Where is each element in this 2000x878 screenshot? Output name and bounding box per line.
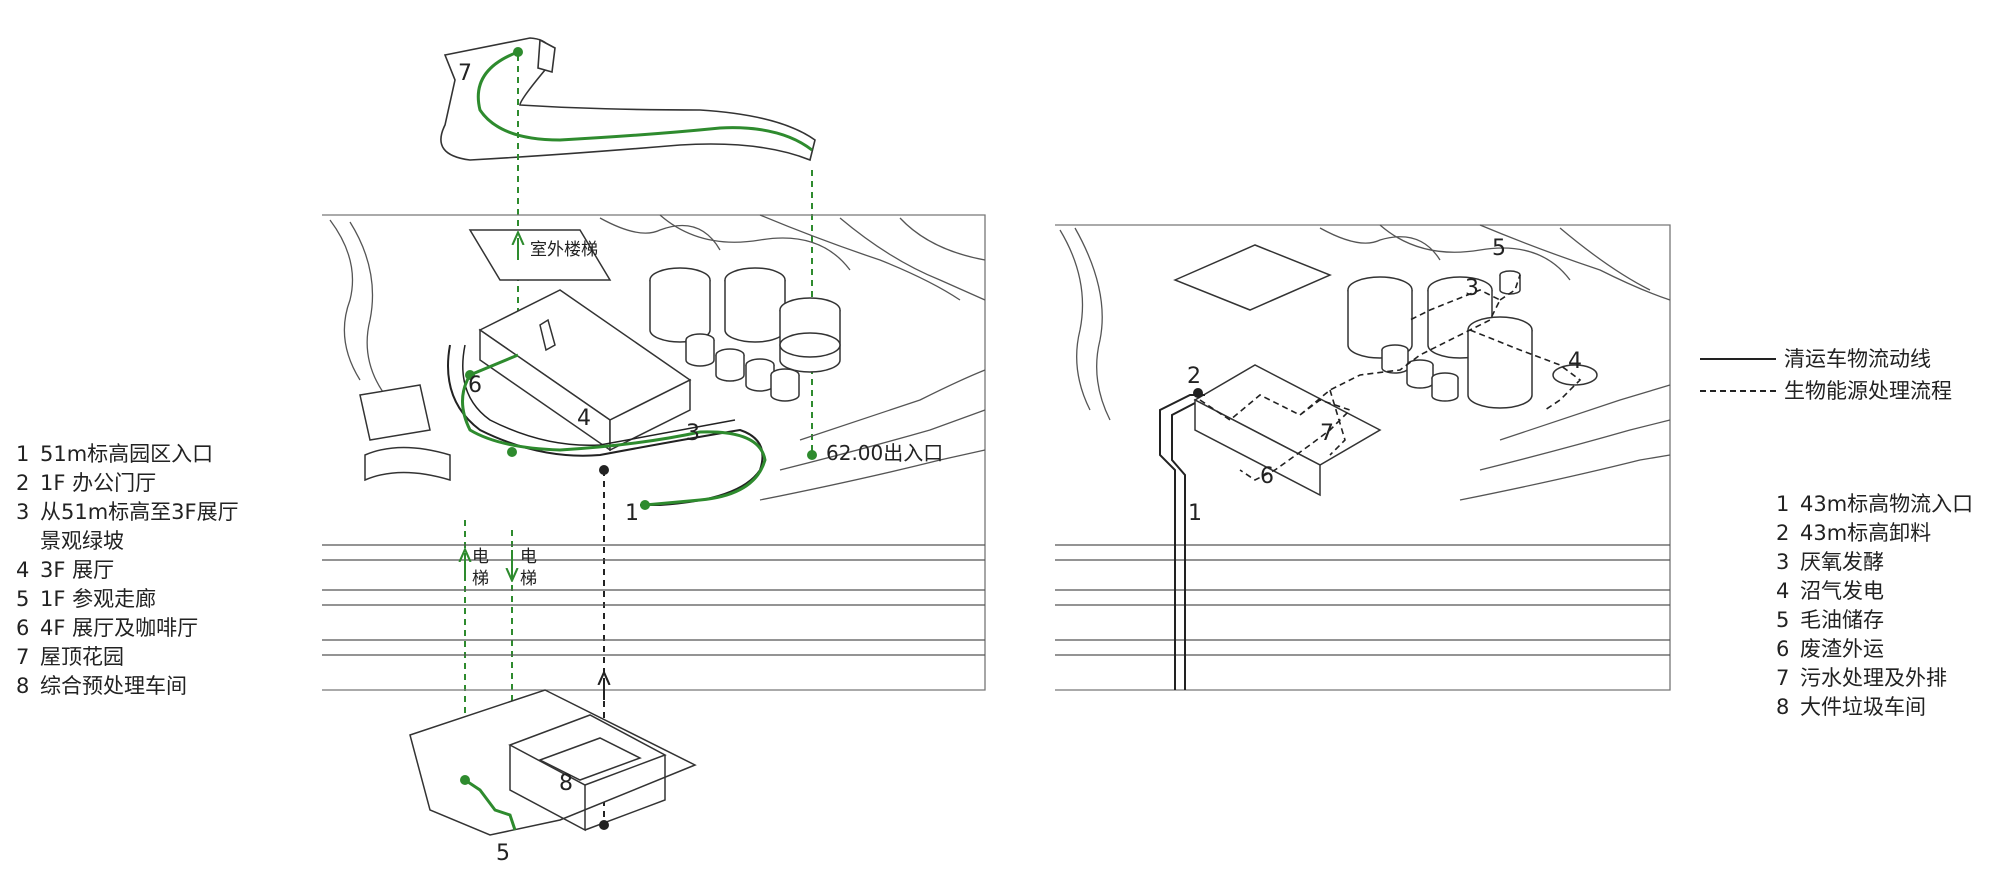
roof-garden-plate xyxy=(440,37,816,162)
label-4: 4 xyxy=(577,406,591,431)
visitor-green-path xyxy=(461,353,767,507)
right-axonometric: 2 1 3 5 4 7 6 xyxy=(1055,224,1671,691)
right-buildings xyxy=(1173,244,1382,497)
green-dot-4 xyxy=(507,447,517,457)
label-elevator-b2: 梯 xyxy=(520,569,537,589)
right-label-7: 7 xyxy=(1320,421,1334,446)
label-elevator-a2: 梯 xyxy=(472,569,489,589)
label-1: 1 xyxy=(625,501,639,526)
black-dot-office xyxy=(599,465,609,475)
right-label-5: 5 xyxy=(1492,236,1506,261)
label-5: 5 xyxy=(496,841,510,866)
right-label-6: 6 xyxy=(1260,464,1274,489)
green-dot-6 xyxy=(465,370,475,380)
label-elevator-a1: 电 xyxy=(472,547,489,567)
solid-line-swatch xyxy=(1700,358,1776,360)
right-label-3: 3 xyxy=(1465,276,1479,301)
left-axonometric: 7 6 4 3 1 8 5 室外楼梯 62.00出入口 电 梯 电 梯 xyxy=(322,37,986,866)
right-label-4: 4 xyxy=(1568,349,1582,374)
ramp-outline xyxy=(447,344,764,506)
label-7: 7 xyxy=(458,61,472,86)
green-dot-1 xyxy=(640,500,650,510)
green-dot-5 xyxy=(460,775,470,785)
black-dot-workshop xyxy=(599,820,609,830)
label-6: 6 xyxy=(468,373,482,398)
left-site-plate xyxy=(322,214,986,691)
corridor-green-path xyxy=(464,778,517,831)
dashed-line-swatch xyxy=(1700,390,1776,392)
left-buildings xyxy=(359,229,692,482)
roof-green-dot xyxy=(513,47,523,57)
truck-route-solid-2 xyxy=(1171,402,1196,690)
right-tanks xyxy=(1347,270,1598,409)
roof-green-path xyxy=(476,50,813,152)
legend-item: 景观绿坡 xyxy=(40,529,124,553)
process-route-dashed xyxy=(1199,274,1582,481)
green-dot-entrance xyxy=(807,450,817,460)
label-outdoor-stairs: 室外楼梯 xyxy=(530,240,598,260)
line-legend-dashed: 生物能源处理流程 xyxy=(1700,375,1952,407)
truck-route-solid xyxy=(1159,394,1205,690)
truck-dot xyxy=(1193,388,1203,398)
label-8: 8 xyxy=(559,771,573,796)
ramp-outline-inner xyxy=(462,344,736,447)
right-site-plate xyxy=(1055,224,1671,691)
workshop-plate xyxy=(409,689,697,836)
right-label-2: 2 xyxy=(1187,364,1201,389)
right-label-1: 1 xyxy=(1188,501,1202,526)
label-elevator-b1: 电 xyxy=(520,547,537,567)
label-3: 3 xyxy=(686,421,700,446)
line-legend-solid: 清运车物流动线 xyxy=(1700,343,1952,375)
left-tanks xyxy=(649,267,841,402)
label-entrance: 62.00出入口 xyxy=(826,441,943,465)
line-type-legend: 清运车物流动线 生物能源处理流程 xyxy=(1700,343,1952,407)
